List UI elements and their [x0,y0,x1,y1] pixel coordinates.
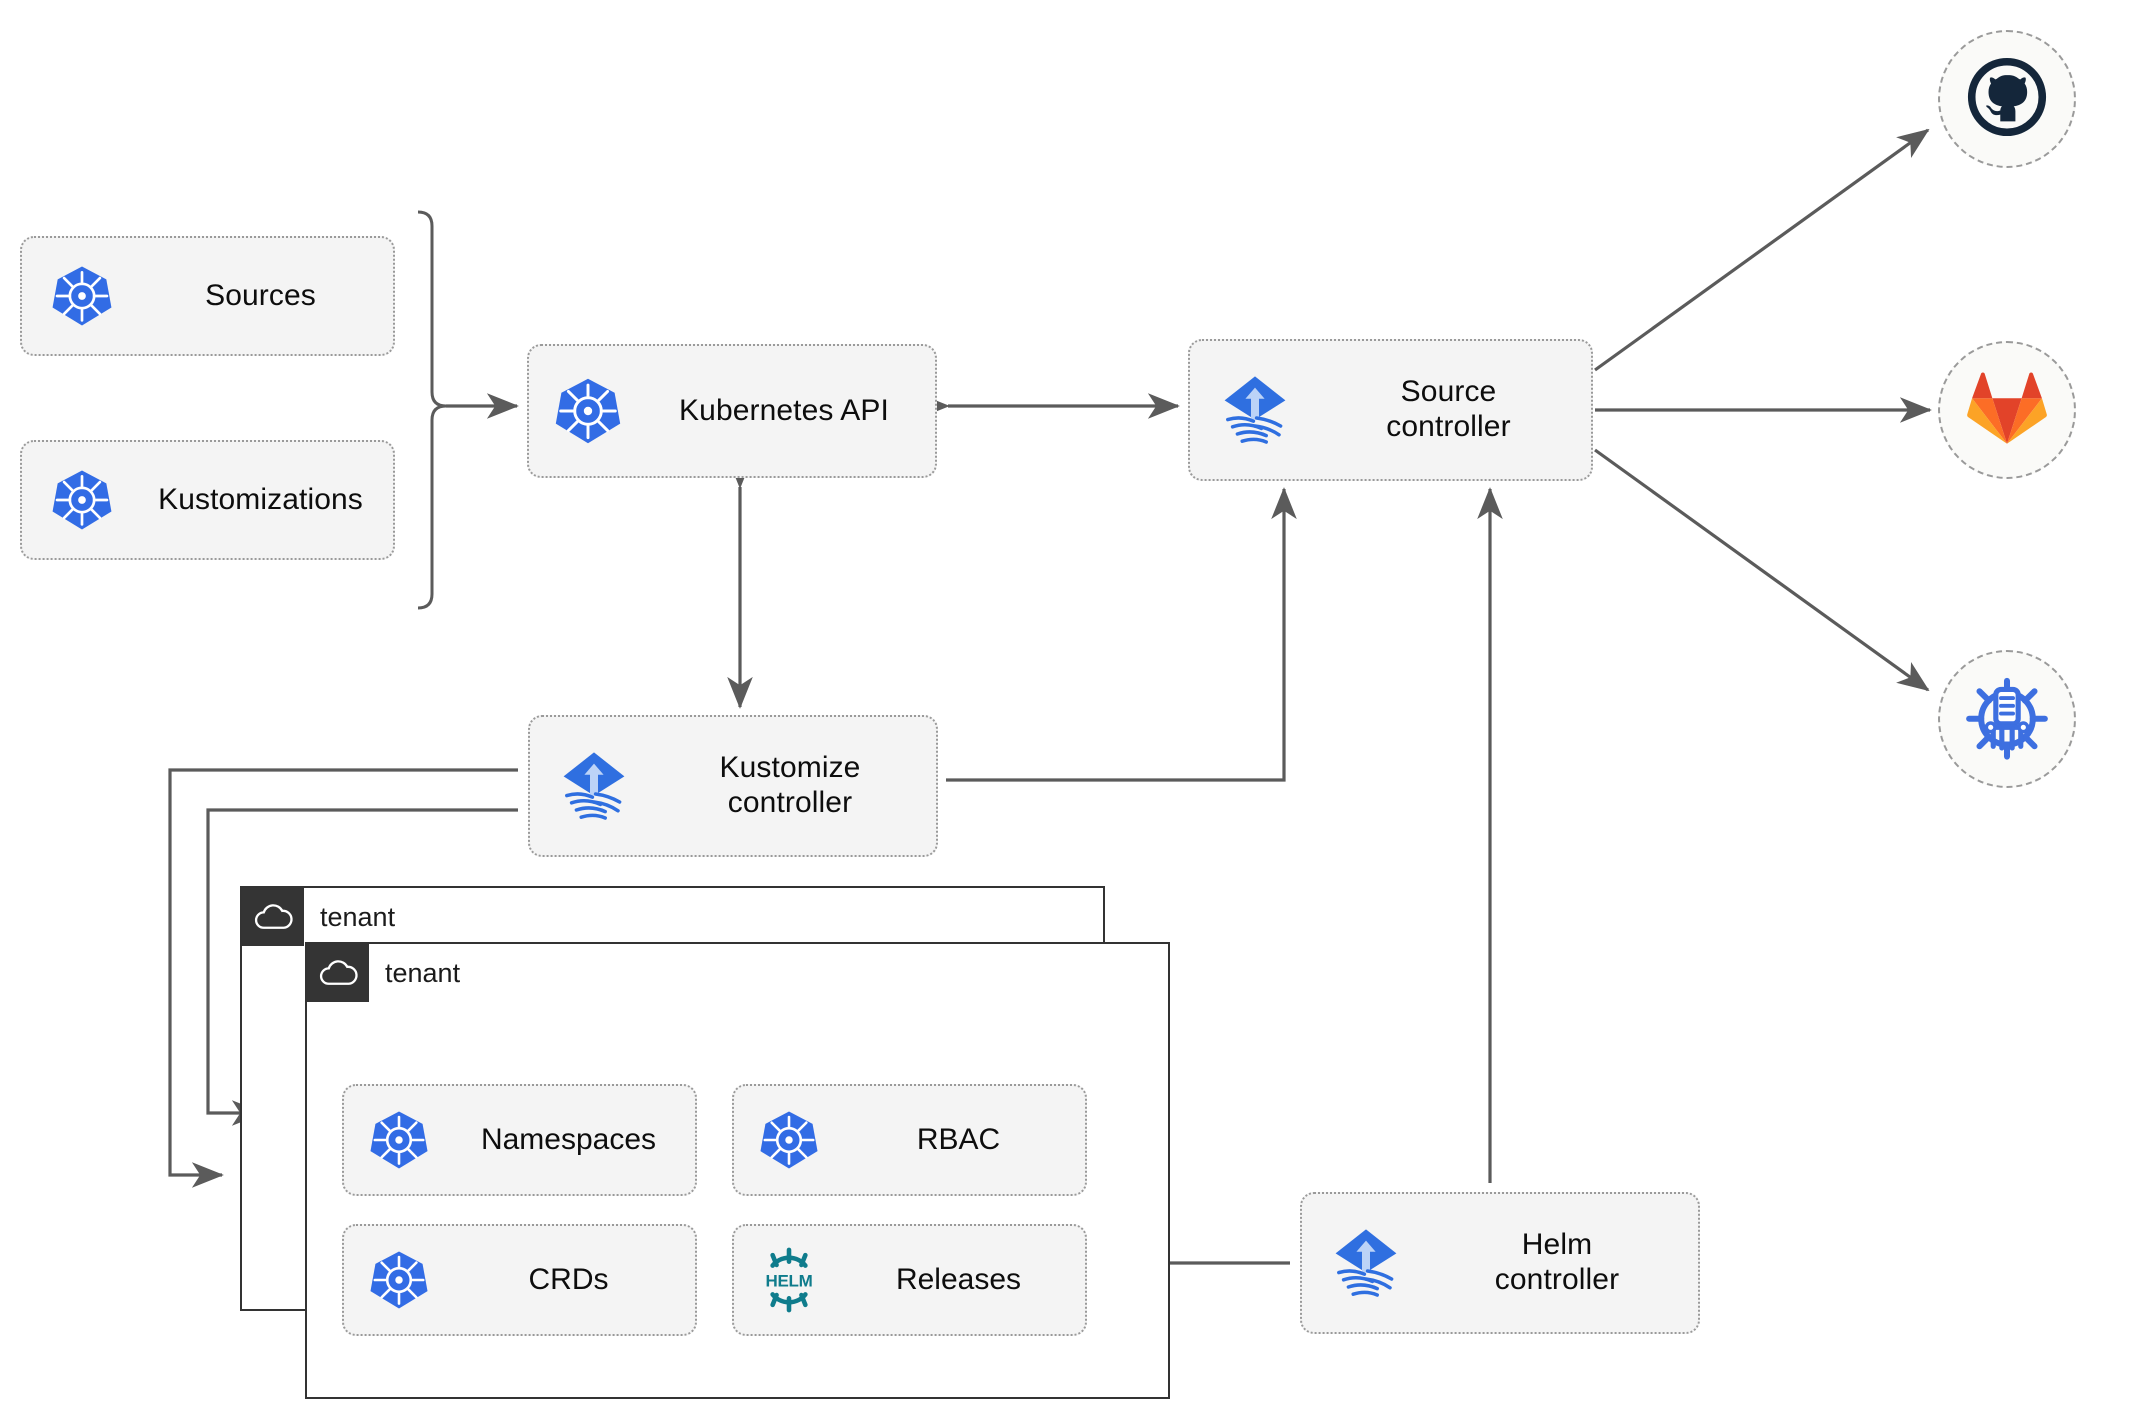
kubernetes-icon [22,468,142,532]
svg-text:HELM: HELM [766,1272,813,1291]
kubernetes-icon [344,1249,454,1311]
grouping-brace [417,210,447,610]
gitlab-icon [1966,369,2048,452]
kubernetes-icon [22,264,142,328]
node-source-controller[interactable]: Source controller [1188,339,1593,481]
tenant-name-front: tenant [385,957,461,988]
helm-icon: HELM [734,1244,844,1316]
node-kustomizations-label: Kustomizations [158,482,363,516]
node-source-controller-label: Source controller [1386,375,1511,443]
node-sources[interactable]: Sources [20,236,395,356]
resource-crds[interactable]: CRDs [342,1224,697,1336]
service-gitlab[interactable] [1938,341,2076,479]
flux-icon [530,746,658,826]
resource-releases[interactable]: HELM Releases [732,1224,1087,1336]
cloud-icon [242,888,304,946]
kubernetes-icon [734,1109,844,1171]
node-kustomize-controller-label: Kustomize controller [719,751,861,819]
tenant-panel-front[interactable]: tenant Namespaces [305,942,1170,1399]
helm-repository-icon [1964,674,2050,765]
kubernetes-icon [529,376,647,446]
node-helm-controller[interactable]: Helm controller [1300,1192,1700,1334]
resource-namespaces[interactable]: Namespaces [342,1084,697,1196]
resource-namespaces-label: Namespaces [480,1123,657,1156]
node-kustomizations[interactable]: Kustomizations [20,440,395,560]
resource-rbac[interactable]: RBAC [732,1084,1087,1196]
edge-source-helmrepo [1594,448,1930,692]
edge-source-github [1594,128,1930,372]
github-icon [1965,55,2049,144]
node-sources-label: Sources [205,278,316,312]
node-kubernetes-api-label: Kubernetes API [679,393,889,427]
tenant-name-back: tenant [320,901,396,932]
resource-crds-label: CRDs [528,1263,609,1296]
cloud-icon [307,944,369,1002]
kubernetes-icon [344,1109,454,1171]
node-kustomize-controller[interactable]: Kustomize controller [528,715,938,857]
resource-rbac-label: RBAC [916,1123,1001,1156]
service-github[interactable] [1938,30,2076,168]
node-helm-controller-label: Helm controller [1494,1228,1620,1296]
flux-icon [1190,370,1320,450]
edge-kustomize-source [946,487,1297,782]
flux-icon [1302,1223,1430,1303]
resource-releases-label: Releases [895,1263,1022,1296]
node-kubernetes-api[interactable]: Kubernetes API [527,344,937,478]
service-helm-repo[interactable] [1938,650,2076,788]
